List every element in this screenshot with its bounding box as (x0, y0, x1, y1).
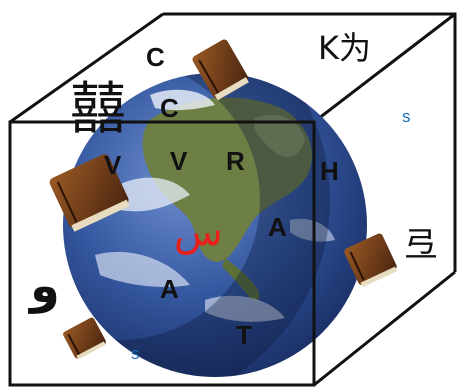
letter-c-top: C (146, 42, 165, 72)
letter-v-left: V (104, 150, 122, 180)
letter-a-bottom: A (160, 274, 179, 304)
cube-back-edges (163, 12, 457, 387)
book-left (49, 154, 130, 232)
book-top (192, 39, 249, 101)
cjk-gong: 弖 (404, 225, 438, 265)
earth-globe (63, 73, 367, 377)
arabic-letter-sin: س (174, 209, 223, 255)
letter-a-right: A (268, 212, 287, 242)
letter-t: T (236, 320, 252, 350)
letter-r: R (226, 146, 245, 176)
book-bottom (63, 317, 106, 360)
cube-front-edges (8, 12, 316, 387)
letters-k-wei: K为 (318, 29, 371, 67)
letter-h: H (320, 156, 339, 186)
book-right (344, 233, 398, 288)
letter-s-bottom: s (131, 344, 140, 363)
letter-s-right: s (402, 107, 411, 126)
arabic-letter-waw: و (30, 258, 60, 314)
letter-c-mid: C (160, 93, 179, 123)
cjk-double-happiness: 囍 (70, 77, 126, 142)
letter-v-mid: V (170, 146, 188, 176)
